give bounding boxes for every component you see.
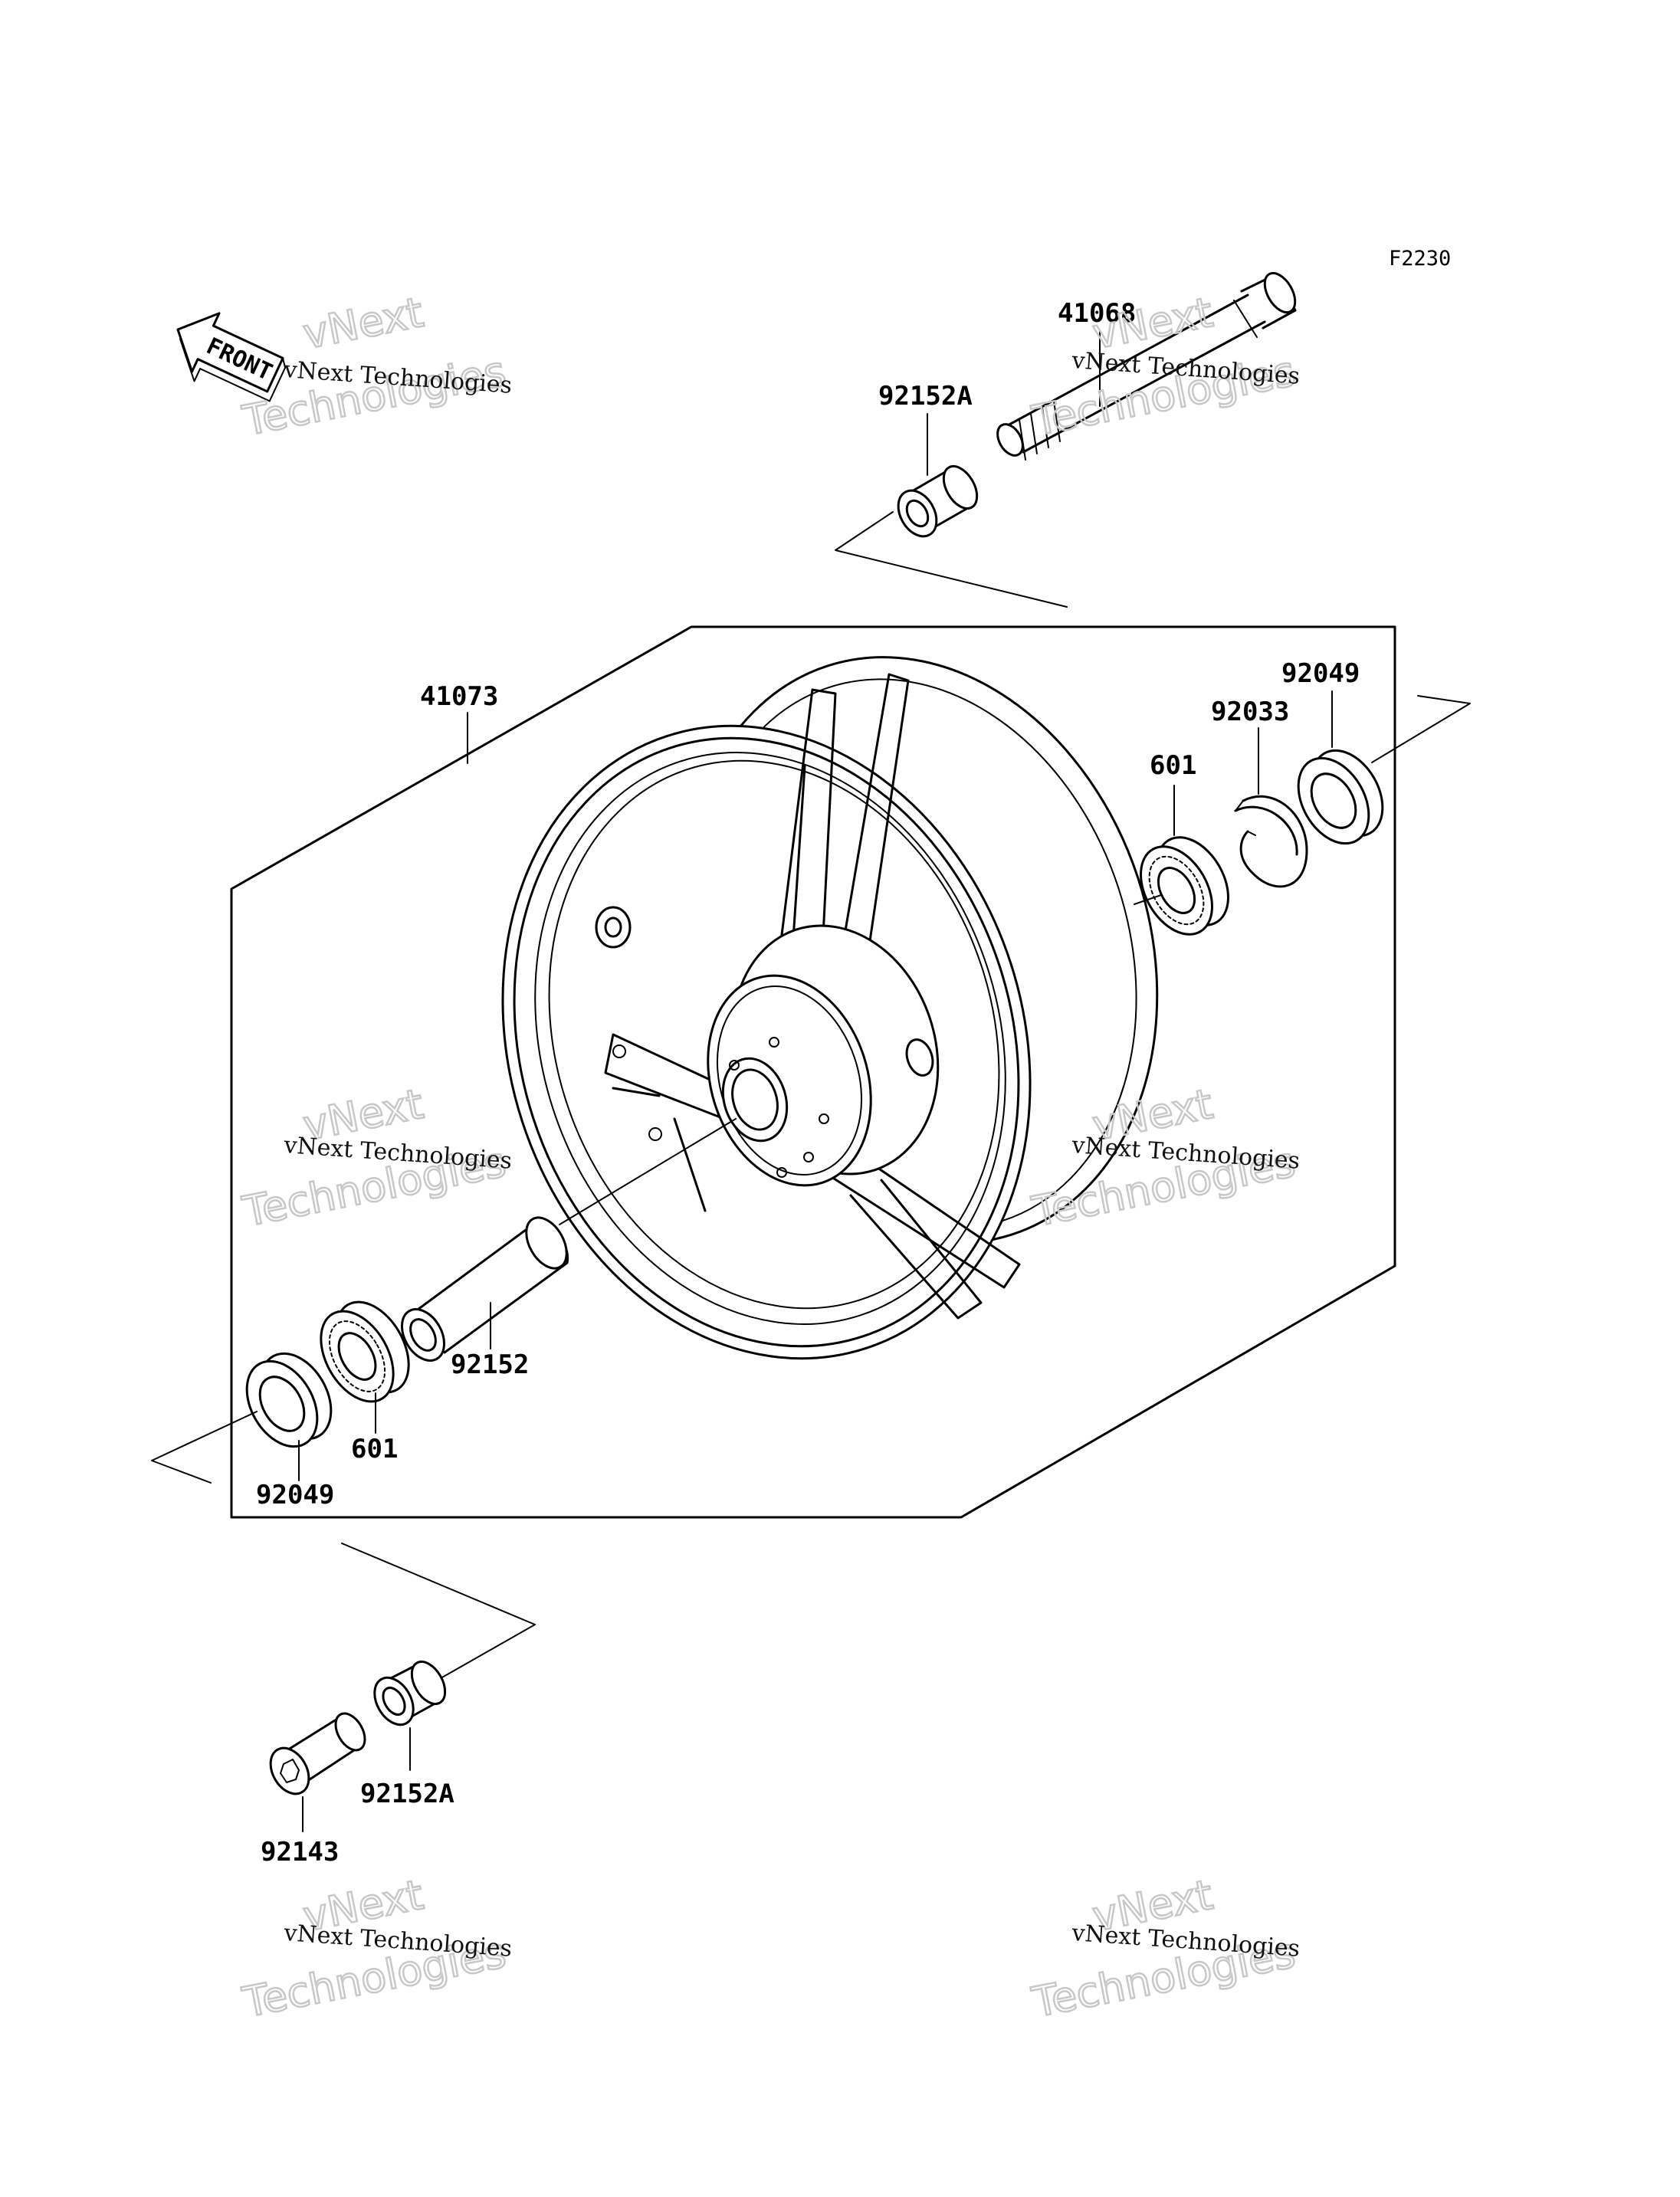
svg-text:vNext: vNext xyxy=(299,288,427,359)
wheel-41073 xyxy=(501,656,1159,1360)
spacer-92152 xyxy=(401,1216,569,1362)
axis-line xyxy=(835,511,1068,608)
collar-92152A-lower xyxy=(373,1661,447,1726)
axis-line xyxy=(341,1543,536,1679)
circlip-92033 xyxy=(1234,795,1308,888)
part-label-41068: 41068 xyxy=(1058,298,1136,329)
watermark-mid-right: vNext Technologies vNext Technologies xyxy=(1027,1079,1301,1238)
axis-line xyxy=(151,1411,258,1484)
axis-line xyxy=(1134,695,1471,905)
part-label-92152A-lower: 92152A xyxy=(360,1779,454,1809)
part-label-92033: 92033 xyxy=(1211,697,1289,727)
part-label-92152A-upper: 92152A xyxy=(878,381,973,412)
part-label-92143: 92143 xyxy=(261,1837,339,1867)
part-label-601-right: 601 xyxy=(1150,750,1196,781)
seal-92049-right xyxy=(1297,749,1384,845)
part-label-92049-left: 92049 xyxy=(256,1480,334,1510)
watermark-bottom-left: vNext Technologies vNext Technologies xyxy=(238,1870,513,2028)
watermark-bottom-right: vNext Technologies vNext Technologies xyxy=(1027,1870,1301,2028)
assembly-frame xyxy=(230,625,1396,1519)
bearing-601-left xyxy=(320,1300,410,1403)
bearing-601-right xyxy=(1140,836,1229,936)
bolt-92143 xyxy=(269,1712,366,1795)
axis-line xyxy=(559,1118,737,1225)
seal-92049-left xyxy=(245,1352,333,1448)
part-label-92152: 92152 xyxy=(451,1349,529,1380)
figure-code: F2230 xyxy=(1389,247,1451,271)
watermark-mid-left: vNext Technologies vNext Technologies xyxy=(238,1079,513,1238)
axle-shaft-41068 xyxy=(996,271,1297,461)
part-label-92049-right: 92049 xyxy=(1281,658,1360,689)
part-label-601-left: 601 xyxy=(351,1434,398,1464)
part-label-41073: 41073 xyxy=(420,681,498,712)
collar-92152A-upper xyxy=(897,465,979,538)
